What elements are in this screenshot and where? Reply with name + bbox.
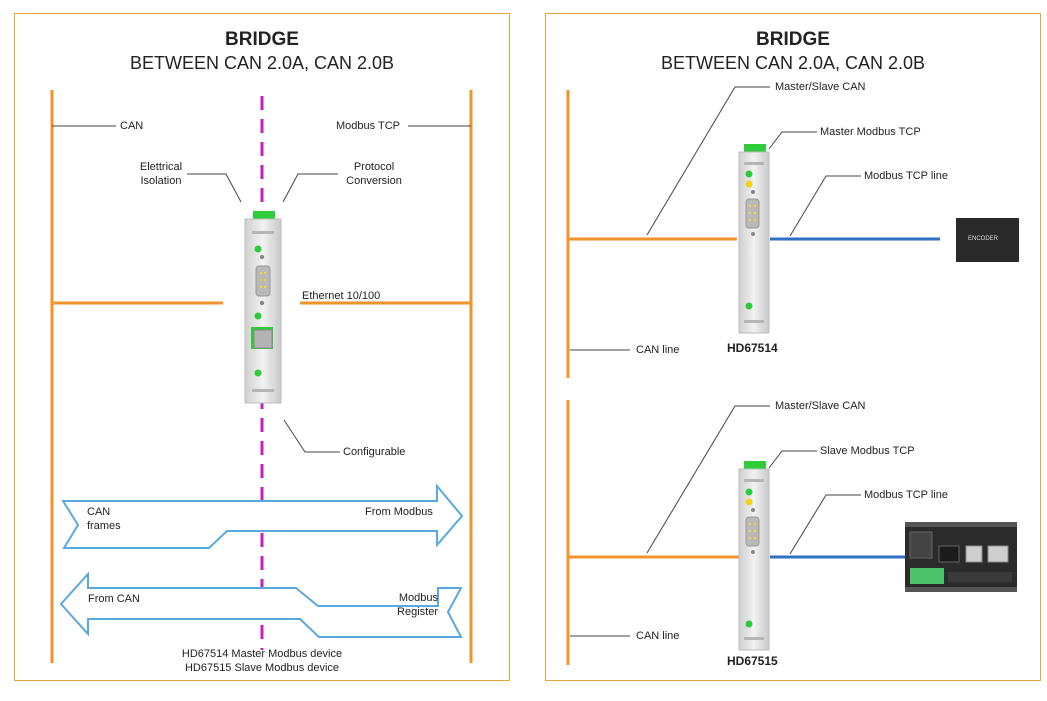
label-protocol-line1: Protocol xyxy=(353,161,395,173)
arrow-from-modbus xyxy=(61,483,464,549)
bottom-leader-master-slave xyxy=(646,405,770,554)
label-isolation: Elettrical Isolation xyxy=(126,160,196,188)
top-leader-modbus-role xyxy=(768,131,817,150)
bottom-label-modbus-role: Slave Modbus TCP xyxy=(820,445,915,457)
label-configurable: Configurable xyxy=(343,446,406,458)
left-title: BRIDGE xyxy=(225,29,299,50)
arrow-label-modbus-register: Modbus Register xyxy=(372,591,438,619)
left-footer: HD67514 Master Modbus device HD67515 Sla… xyxy=(142,647,382,675)
bottom-device xyxy=(738,461,770,651)
right-subtitle: BETWEEN CAN 2.0A, CAN 2.0B xyxy=(660,53,926,73)
top-leader-master-slave xyxy=(646,86,770,236)
arrow-label-can-frames: CAN frames xyxy=(87,505,121,533)
label-modbus-tcp: Modbus TCP xyxy=(336,120,400,132)
encoder-label: ENCODER xyxy=(968,236,999,242)
arrow-label-modbus-register-line1: Modbus xyxy=(398,592,438,604)
label-isolation-line1: Elettrical xyxy=(139,161,183,173)
footer-line2: HD67515 Slave Modbus device xyxy=(184,662,340,674)
label-protocol: Protocol Conversion xyxy=(336,160,412,188)
leader-configurable xyxy=(283,419,340,453)
leader-isolation xyxy=(187,173,242,203)
right-title: BRIDGE xyxy=(756,29,830,50)
label-ethernet: Ethernet 10/100 xyxy=(302,290,381,302)
bottom-leader-modbus-role xyxy=(768,450,817,469)
leader-protocol xyxy=(282,173,338,203)
arrow-label-can-frames-line2: frames xyxy=(87,520,121,532)
plc-device-image xyxy=(905,522,1017,592)
bottom-model-label: HD67515 xyxy=(727,654,778,668)
arrow-label-can-frames-line1: CAN xyxy=(87,506,111,518)
top-label-master-slave-can: Master/Slave CAN xyxy=(775,81,866,93)
top-leader-tcp-line xyxy=(789,175,861,237)
encoder-device: ENCODER xyxy=(956,218,1019,262)
footer-line1: HD67514 Master Modbus device xyxy=(181,648,343,660)
label-protocol-line2: Conversion xyxy=(346,175,402,187)
bottom-label-can-line: CAN line xyxy=(636,630,680,642)
bottom-label-tcp-line: Modbus TCP line xyxy=(864,489,948,501)
bottom-leader-tcp-line xyxy=(789,494,861,555)
arrow-from-can xyxy=(59,571,463,638)
label-isolation-line2: Isolation xyxy=(140,175,182,187)
label-can: CAN xyxy=(120,120,144,132)
bottom-label-master-slave-can: Master/Slave CAN xyxy=(775,400,866,412)
top-label-can-line: CAN line xyxy=(636,344,680,356)
arrow-label-from-modbus: From Modbus xyxy=(365,506,433,518)
top-label-modbus-role: Master Modbus TCP xyxy=(820,126,921,138)
arrow-label-modbus-register-line2: Register xyxy=(397,606,438,618)
top-label-tcp-line: Modbus TCP line xyxy=(864,170,948,182)
left-subtitle: BETWEEN CAN 2.0A, CAN 2.0B xyxy=(129,53,395,73)
arrow-label-from-can: From CAN xyxy=(88,593,140,605)
top-device xyxy=(738,144,770,334)
left-device xyxy=(244,211,282,404)
top-model-label: HD67514 xyxy=(727,341,778,355)
